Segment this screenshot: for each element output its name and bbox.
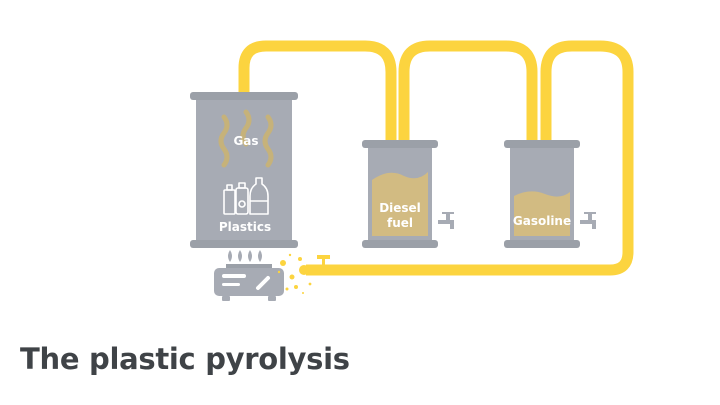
pipe-system	[238, 40, 634, 276]
pipe-reactor-to-diesel	[238, 40, 397, 140]
diesel-tank: Diesel fuel	[362, 140, 454, 248]
plastics-label: Plastics	[219, 220, 271, 234]
reactor-tank: Gas Plastics	[190, 92, 298, 248]
page-title: The plastic pyrolysis	[20, 342, 350, 376]
tap-icon	[438, 212, 454, 229]
spark-particles	[277, 253, 312, 294]
reactor-bottom-rim	[190, 240, 298, 248]
flame-icon	[228, 250, 262, 262]
gasoline-liquid	[514, 191, 570, 236]
gasoline-label: Gasoline	[513, 214, 571, 228]
reactor-body	[196, 100, 292, 242]
diesel-label-line1: Diesel	[379, 201, 421, 215]
reactor-top-rim	[190, 92, 298, 100]
pipe-gasoline-loop	[306, 40, 634, 276]
diesel-top-rim	[362, 140, 438, 148]
diesel-label-line2: fuel	[387, 216, 413, 230]
plastic-bottles-icon	[223, 177, 269, 215]
diesel-bottom-rim	[362, 240, 438, 248]
diesel-liquid	[372, 172, 428, 236]
pipe-diesel-to-gasoline	[398, 40, 538, 140]
burner-body	[214, 268, 284, 296]
gas-wave-icon	[218, 109, 274, 168]
tap-icon	[580, 212, 596, 229]
gasoline-tank: Gasoline	[504, 140, 596, 248]
burner-icon	[214, 264, 284, 301]
gasoline-top-rim	[504, 140, 580, 148]
gasoline-bottom-rim	[504, 240, 580, 248]
pipe-flange-stem	[322, 255, 325, 265]
gas-label: Gas	[233, 134, 258, 148]
